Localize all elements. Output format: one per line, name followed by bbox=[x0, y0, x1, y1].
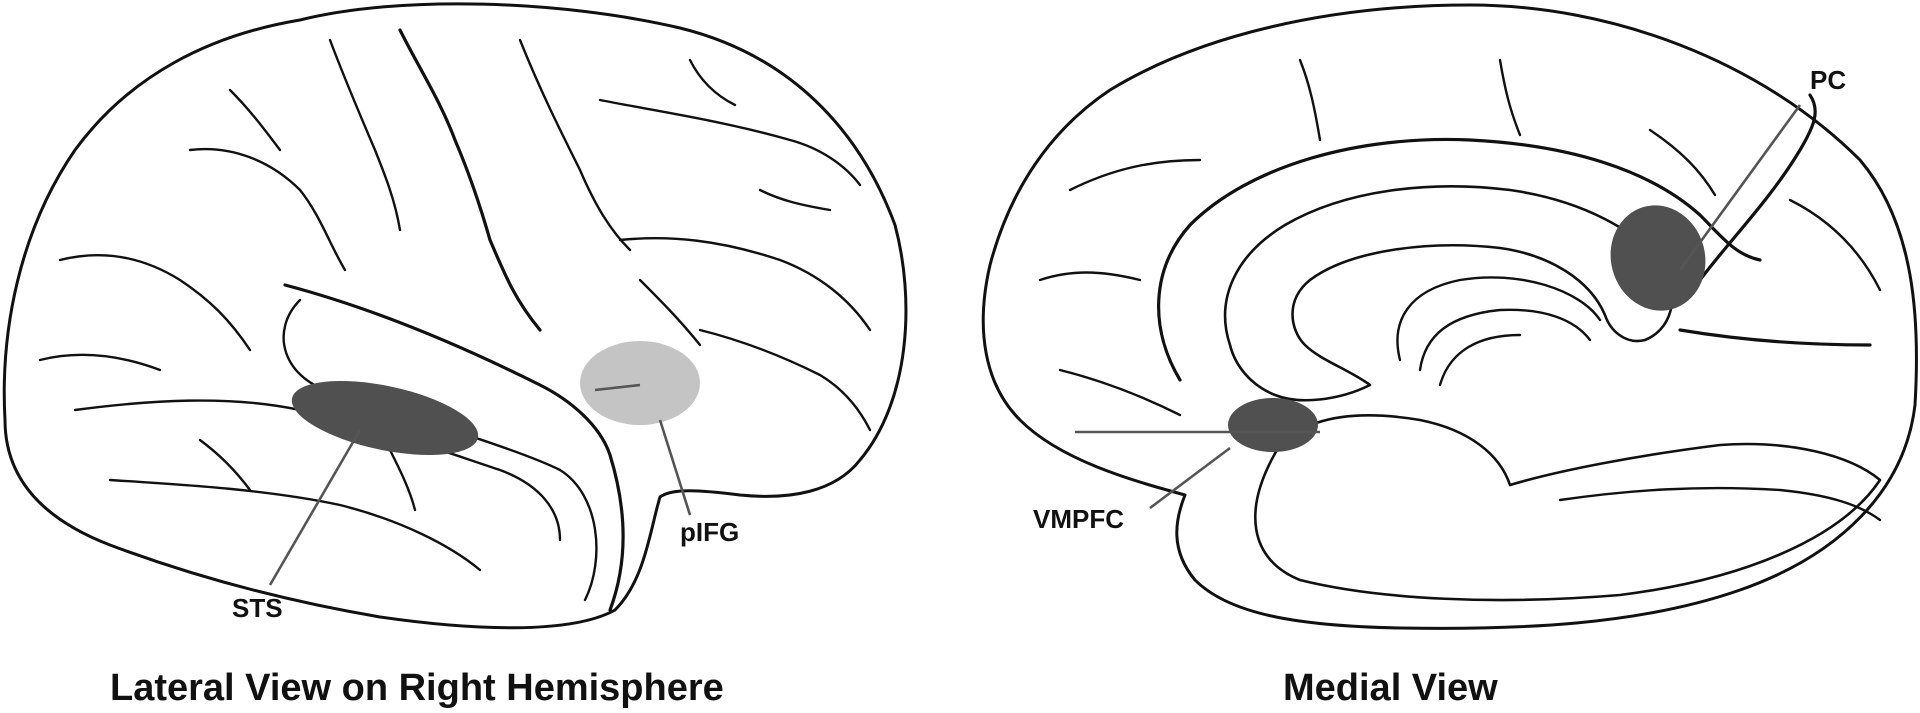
occipital-sulcus bbox=[58, 253, 252, 352]
lateral-hemisphere-outline bbox=[2, 2, 908, 630]
medial-view-caption: Medial View bbox=[1283, 667, 1498, 709]
intraparietal-sulcus bbox=[188, 147, 347, 272]
collateral-sulcus bbox=[1558, 486, 1882, 522]
cingulate-sulcus bbox=[1157, 137, 1762, 382]
orbital-sulcus bbox=[698, 328, 872, 432]
medial-temporal-lobe bbox=[1254, 414, 1882, 602]
temporal-branch-2 bbox=[388, 448, 417, 512]
inferior-temporal-sulcus bbox=[108, 478, 482, 572]
sts-region bbox=[291, 380, 479, 456]
paracentral-sulcus bbox=[1498, 58, 1522, 137]
vmpfc-region bbox=[1228, 398, 1318, 452]
pc-leader-line bbox=[1678, 104, 1802, 271]
lateral-view: STS pIFG Lateral View on Right Hemispher… bbox=[2, 2, 908, 709]
septum-arc bbox=[1438, 333, 1522, 387]
parieto-occipital-sulcus bbox=[1698, 93, 1817, 282]
pc-region bbox=[1610, 205, 1706, 311]
medial-orbital-sulcus bbox=[1058, 368, 1182, 417]
calcarine-sulcus bbox=[1678, 328, 1872, 347]
vmpfc-leader-line bbox=[1075, 430, 1320, 510]
sts-label: STS bbox=[232, 593, 283, 623]
lateral-sulcus bbox=[283, 283, 625, 612]
postcentral-sulcus bbox=[328, 38, 402, 232]
corpus-callosum bbox=[1223, 185, 1674, 402]
central-sulcus bbox=[398, 28, 542, 332]
occipital-sulcus-2 bbox=[38, 353, 162, 372]
fornix bbox=[1396, 276, 1602, 362]
parietal-branch bbox=[228, 88, 282, 152]
pifg-region bbox=[580, 341, 700, 425]
pc-label: PC bbox=[1810, 65, 1846, 95]
frontal-operculum-sulcus bbox=[638, 278, 702, 347]
inferior-frontal-sulcus bbox=[618, 236, 872, 332]
lateral-view-caption: Lateral View on Right Hemisphere bbox=[110, 667, 724, 709]
medial-frontal-sulcus bbox=[1068, 158, 1202, 192]
thalamus-arc bbox=[1418, 308, 1592, 372]
medial-view: PC VMPFC Medial View bbox=[981, 3, 1918, 709]
precentral-sulcus bbox=[518, 38, 632, 252]
frontal-branch bbox=[688, 58, 737, 107]
precuneus-sulcus bbox=[1648, 128, 1717, 197]
frontal-branch-2 bbox=[758, 188, 832, 212]
pifg-label: pIFG bbox=[680, 517, 739, 547]
vmpfc-label: VMPFC bbox=[1033, 504, 1124, 534]
superior-frontal-sulcus bbox=[598, 98, 862, 187]
cingulate-branch bbox=[1298, 58, 1322, 142]
medial-frontal-sulcus-2 bbox=[1038, 271, 1142, 282]
pifg-leader-line bbox=[594, 383, 692, 516]
sts-leader-line bbox=[268, 429, 362, 586]
occipital-medial-sulcus bbox=[1788, 198, 1882, 292]
temporal-branch bbox=[198, 438, 252, 492]
